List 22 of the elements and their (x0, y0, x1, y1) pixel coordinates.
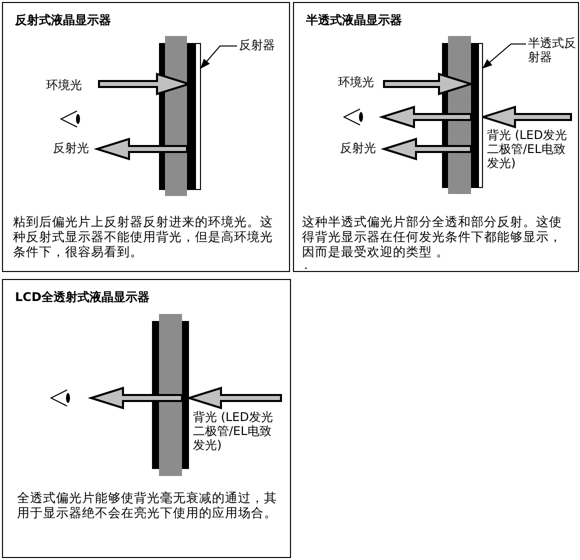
part-label: 反射器 (239, 38, 275, 52)
text-label: 背光 (LED发光二极管/EL电致发光) (487, 128, 568, 170)
panel-title: 反射式液晶显示器 (15, 12, 111, 29)
panel-title: 半透式液晶显示器 (306, 12, 402, 29)
text-label: . (304, 258, 308, 272)
description-text: 全透式偏光片能够使背光毫无衰减的通过，其用于显示器绝不会在亮光下使用的应用场合。 (17, 490, 278, 520)
reflector-strip (195, 43, 201, 190)
text-label: 背光 (LED发光二极管/EL电致发光) (193, 410, 274, 452)
leader-line (200, 46, 238, 69)
reflector-strip (478, 43, 483, 188)
panel-title: LCD全透射式液晶显示器 (15, 289, 150, 306)
text-label: 反射光 (340, 141, 376, 155)
text-label: 环境光 (338, 75, 374, 89)
text-label: 反射光 (53, 141, 89, 155)
description-text: 这种半透式偏光片部分全透和部分反射。这使得背光显示器在任何发光条件下都能够显示，因而是最受欢迎的类型 。 (302, 214, 563, 259)
panel-card (293, 2, 579, 272)
description-text: 粘到后偏光片上反射器反射进来的环境光。这种反射式显示器不能使用背光，但是高环境光条件下，很容易看到。 (13, 214, 274, 259)
leader-line (482, 44, 526, 69)
text-label: 环境光 (46, 78, 82, 92)
panel-card (2, 2, 290, 272)
panel-card (2, 279, 291, 558)
part-label: 半透式反射器 (528, 36, 580, 64)
